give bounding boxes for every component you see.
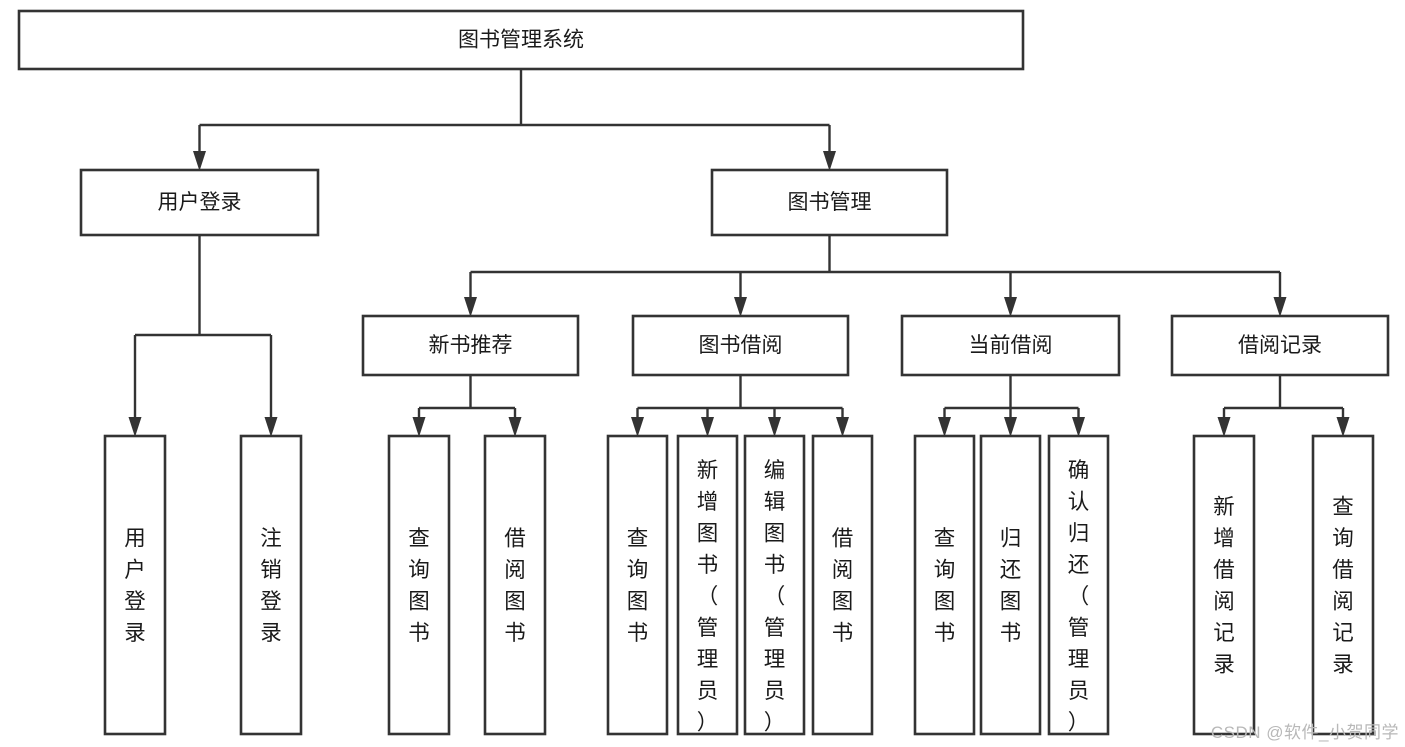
node-leaf-add-record[interactable]: 新增借阅记录 — [1192, 434, 1256, 736]
node-label: 借阅图书 — [832, 527, 854, 646]
node-box — [913, 434, 976, 736]
node-leaf-borrow-book-2[interactable]: 借阅图书 — [811, 434, 874, 736]
node-leaf-query-record[interactable]: 查询借阅记录 — [1311, 434, 1375, 736]
node-label: 查询借阅记录 — [1332, 495, 1354, 677]
node-box — [79, 168, 320, 237]
node-label: 当前借阅 — [969, 334, 1053, 357]
node-box — [483, 434, 547, 736]
node-label: 用户登录 — [124, 527, 146, 646]
node-label: 查询图书 — [408, 527, 430, 646]
node-box — [103, 434, 167, 736]
node-leaf-query-book-3[interactable]: 查询图书 — [913, 434, 976, 736]
node-borrow-record[interactable]: 借阅记录 — [1170, 314, 1390, 377]
node-label: 图书管理系统 — [458, 29, 584, 52]
node-box — [811, 434, 874, 736]
node-label: 查询图书 — [627, 527, 649, 646]
node-book-manage[interactable]: 图书管理 — [710, 168, 949, 237]
node-box — [979, 434, 1042, 736]
node-label: 查询图书 — [934, 527, 956, 646]
node-leaf-query-book-1[interactable]: 查询图书 — [387, 434, 451, 736]
arrow-head-icon — [1004, 297, 1017, 317]
node-box — [631, 314, 850, 377]
arrow-head-icon — [1217, 417, 1231, 437]
arrow-head-icon — [836, 417, 849, 437]
node-label: 借阅图书 — [504, 527, 526, 646]
node-box — [1311, 434, 1375, 736]
node-leaf-borrow-book-1[interactable]: 借阅图书 — [483, 434, 547, 736]
node-book-borrow[interactable]: 图书借阅 — [631, 314, 850, 377]
edge-group-root — [193, 69, 836, 171]
node-label: 确认归还（管理员） — [1068, 459, 1090, 735]
node-new-book-rec[interactable]: 新书推荐 — [361, 314, 580, 377]
arrow-head-icon — [1273, 297, 1287, 317]
node-layer: 图书管理系统用户登录图书管理新书推荐图书借阅当前借阅借阅记录用户登录注销登录查询… — [17, 9, 1390, 736]
node-box — [239, 434, 303, 736]
arrow-head-icon — [734, 297, 747, 317]
node-box — [676, 434, 739, 736]
node-box — [387, 434, 451, 736]
arrow-head-icon — [1072, 417, 1085, 437]
edge-group-user_login — [128, 235, 278, 437]
node-box — [1192, 434, 1256, 736]
edge-group-borrow_record — [1217, 375, 1350, 437]
node-label: 用户登录 — [158, 191, 242, 214]
arrow-head-icon — [768, 417, 781, 437]
node-leaf-query-book-2[interactable]: 查询图书 — [606, 434, 669, 736]
edge-group-new_book_rec — [412, 375, 522, 437]
arrow-head-icon — [938, 417, 951, 437]
arrow-head-icon — [193, 151, 206, 171]
arrow-head-icon — [1336, 417, 1350, 437]
arrow-head-icon — [701, 417, 714, 437]
node-label: 图书借阅 — [699, 334, 783, 357]
node-box — [743, 434, 806, 736]
node-leaf-user-login[interactable]: 用户登录 — [103, 434, 167, 736]
node-box — [710, 168, 949, 237]
node-leaf-add-book[interactable]: 新增图书（管理员） — [676, 434, 739, 736]
edge-layer — [128, 69, 1350, 437]
node-box — [17, 9, 1025, 71]
node-label: 新书推荐 — [429, 334, 513, 357]
arrow-head-icon — [631, 417, 644, 437]
node-box — [1047, 434, 1110, 736]
node-box — [606, 434, 669, 736]
edge-group-current_borrow — [938, 375, 1085, 437]
node-leaf-edit-book[interactable]: 编辑图书（管理员） — [743, 434, 806, 736]
node-leaf-confirm-return[interactable]: 确认归还（管理员） — [1047, 434, 1110, 736]
arrow-head-icon — [464, 297, 477, 317]
node-label: 新增图书（管理员） — [697, 459, 719, 735]
arrow-head-icon — [128, 417, 142, 437]
arrow-head-icon — [412, 417, 426, 437]
edge-group-book_manage — [464, 235, 1287, 317]
node-label: 注销登录 — [260, 527, 282, 646]
node-label: 归还图书 — [1000, 527, 1022, 646]
node-box — [361, 314, 580, 377]
arrow-head-icon — [823, 151, 836, 171]
node-root[interactable]: 图书管理系统 — [17, 9, 1025, 71]
node-label: 编辑图书（管理员） — [764, 459, 786, 735]
node-label: 借阅记录 — [1238, 334, 1322, 357]
arrow-head-icon — [1004, 417, 1017, 437]
node-label: 图书管理 — [788, 191, 872, 214]
node-label: 新增借阅记录 — [1213, 495, 1235, 677]
node-box — [900, 314, 1121, 377]
node-box — [1170, 314, 1390, 377]
arrow-head-icon — [508, 417, 522, 437]
node-leaf-return-book[interactable]: 归还图书 — [979, 434, 1042, 736]
node-current-borrow[interactable]: 当前借阅 — [900, 314, 1121, 377]
arrow-head-icon — [264, 417, 278, 437]
node-user-login[interactable]: 用户登录 — [79, 168, 320, 237]
edge-group-book_borrow — [631, 375, 849, 437]
node-leaf-logout[interactable]: 注销登录 — [239, 434, 303, 736]
